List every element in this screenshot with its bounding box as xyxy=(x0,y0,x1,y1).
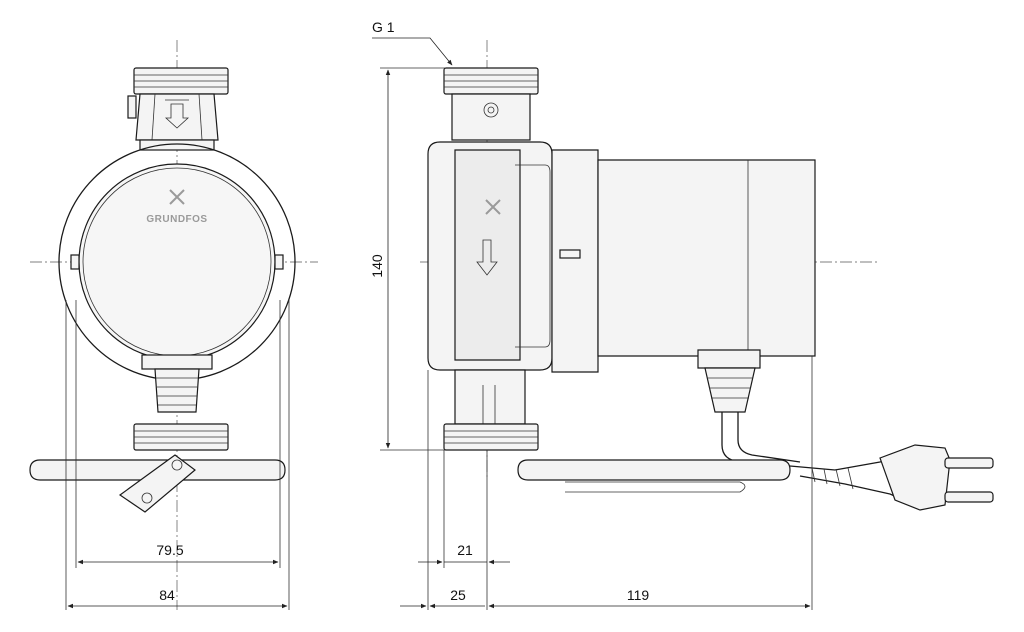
front-inner-width-label: 79.5 xyxy=(156,542,183,558)
dim-side-21: 21 xyxy=(418,542,510,565)
front-view: GRUNDFOS xyxy=(29,40,318,610)
side-inner-label: 21 xyxy=(457,542,473,558)
front-logo: GRUNDFOS xyxy=(146,189,207,225)
side-length-label: 119 xyxy=(627,587,650,603)
side-view xyxy=(420,40,994,511)
dim-side-119: 119 xyxy=(488,587,811,609)
front-neck xyxy=(127,93,219,151)
dim-side-25: 25 xyxy=(400,587,485,609)
front-housing xyxy=(58,143,296,381)
side-cable-entry xyxy=(697,349,801,471)
front-cable-entry xyxy=(141,354,213,413)
dimensions: G 1 140 79.5 84 xyxy=(65,19,813,610)
side-motor xyxy=(551,149,816,373)
side-pump-body xyxy=(427,141,553,371)
thread-callout: G 1 xyxy=(372,19,453,66)
front-outer-width-label: 84 xyxy=(159,587,175,603)
dim-front-79-5: 79.5 xyxy=(77,542,279,565)
side-bottom-connector xyxy=(443,369,539,451)
side-grundfos-logo-icon xyxy=(485,199,501,215)
side-bracket xyxy=(517,459,791,493)
side-top-thread xyxy=(443,67,539,141)
front-bracket xyxy=(29,454,286,513)
dim-height-140: 140 xyxy=(369,67,445,451)
front-top-thread xyxy=(133,67,229,95)
side-outer-label: 25 xyxy=(450,587,466,603)
thread-label: G 1 xyxy=(372,19,395,35)
front-logo-text: GRUNDFOS xyxy=(146,214,207,225)
front-bottom-thread xyxy=(133,423,229,451)
height-dimension-label: 140 xyxy=(369,254,385,278)
dim-front-84: 84 xyxy=(67,587,288,609)
power-plug xyxy=(789,444,994,511)
grundfos-logo-icon xyxy=(169,189,185,205)
